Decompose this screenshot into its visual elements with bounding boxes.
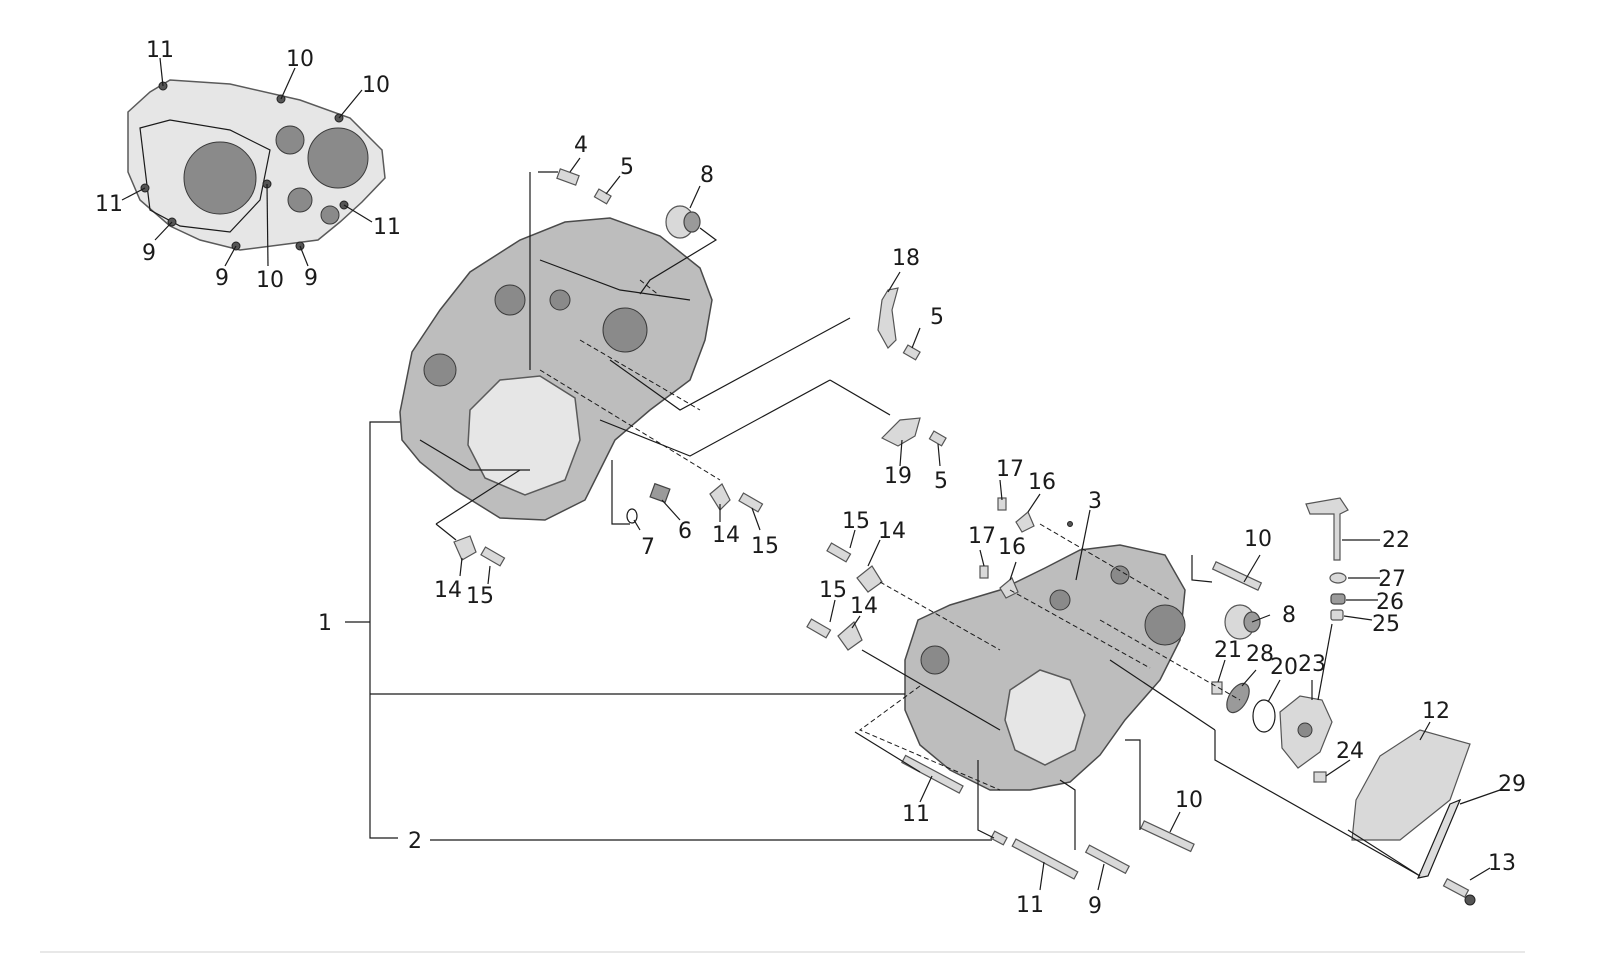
part-15-bolt xyxy=(480,546,506,567)
part-17-screw xyxy=(979,565,989,579)
part-25-bushing xyxy=(1330,609,1344,621)
callout-label: 7 xyxy=(641,535,655,560)
part-13-bolt xyxy=(1442,878,1476,906)
part-24-screw xyxy=(1313,771,1327,783)
part-11-bolt xyxy=(1011,838,1079,880)
callout-label: 14 xyxy=(434,578,462,603)
callout-label: 10 xyxy=(1244,527,1272,552)
callout-label: 5 xyxy=(620,155,634,180)
callout-label: 12 xyxy=(1422,699,1450,724)
right-crankcase-half xyxy=(904,544,1186,791)
part-10-bolt xyxy=(1140,820,1195,853)
callout-label: 22 xyxy=(1382,528,1410,553)
callout-label: 9 xyxy=(1088,894,1102,919)
callout-label: 15 xyxy=(842,509,870,534)
inset-callout-label: 11 xyxy=(146,38,174,63)
part-3-ball xyxy=(1067,521,1073,527)
part-14-plate xyxy=(837,621,863,651)
callout-label: 14 xyxy=(878,519,906,544)
callout-label: 4 xyxy=(574,133,588,158)
assembly-bracket-1 xyxy=(369,421,400,839)
part-10-bolt xyxy=(1211,561,1263,591)
inset-callout-label: 9 xyxy=(215,266,229,291)
part-7-oring xyxy=(626,508,638,524)
part-5-bolt xyxy=(593,188,612,205)
callout-label: 10 xyxy=(1175,788,1203,813)
part-5-bolt xyxy=(928,430,947,447)
callout-label: 11 xyxy=(902,802,930,827)
part-29-link xyxy=(1416,798,1462,879)
callout-label: 6 xyxy=(678,519,692,544)
callout-label: 15 xyxy=(751,534,779,559)
callout-label: 1 xyxy=(318,611,332,636)
inset-callout-label: 10 xyxy=(286,47,314,72)
callout-label: 3 xyxy=(1088,489,1102,514)
callout-label: 5 xyxy=(930,305,944,330)
callout-label: 5 xyxy=(934,469,948,494)
callout-label: 20 xyxy=(1270,655,1298,680)
callout-label: 15 xyxy=(819,578,847,603)
inset-callout-label: 9 xyxy=(304,266,318,291)
part-26-seal xyxy=(1330,593,1346,605)
callout-label: 8 xyxy=(700,163,714,188)
part-8-bushing xyxy=(665,205,701,239)
callout-label: 26 xyxy=(1376,590,1404,615)
part-15-bolt xyxy=(806,618,832,639)
inset-callout-label: 10 xyxy=(362,73,390,98)
callout-label: 29 xyxy=(1498,772,1526,797)
callout-label: 24 xyxy=(1336,739,1364,764)
callout-label: 23 xyxy=(1298,652,1326,677)
part-27-washer xyxy=(1329,572,1347,584)
part-8-bushing xyxy=(1224,604,1261,640)
part-22-shaft xyxy=(1305,497,1349,561)
part-16-clip xyxy=(1015,511,1035,533)
inset-callout-label: 10 xyxy=(256,268,284,293)
part-9-bolt xyxy=(1084,844,1130,875)
part-2-dowel xyxy=(990,830,1008,846)
callout-label: 11 xyxy=(1016,893,1044,918)
callout-label: 28 xyxy=(1246,642,1274,667)
callout-label: 21 xyxy=(1214,638,1242,663)
callout-label: 17 xyxy=(996,457,1024,482)
part-20-oring xyxy=(1252,699,1276,733)
callout-label: 14 xyxy=(850,594,878,619)
part-6-sensor xyxy=(649,482,671,504)
callout-label: 27 xyxy=(1378,567,1406,592)
callout-label: 8 xyxy=(1282,603,1296,628)
part-14-plate xyxy=(856,565,883,593)
callout-label: 13 xyxy=(1488,851,1516,876)
part-28-gear xyxy=(1226,682,1250,714)
part-12-cover xyxy=(1351,729,1471,841)
part-15-bolt xyxy=(738,492,764,513)
callout-label: 19 xyxy=(884,464,912,489)
part-4-stud xyxy=(556,168,580,186)
callout-label: 2 xyxy=(408,829,422,854)
callout-label: 25 xyxy=(1372,612,1400,637)
part-14-plate xyxy=(453,535,477,561)
part-5-bolt xyxy=(902,344,921,361)
callout-label: 16 xyxy=(998,535,1026,560)
part-15-bolt xyxy=(826,542,852,563)
callout-label: 16 xyxy=(1028,470,1056,495)
part-19-bracket xyxy=(880,417,921,447)
callout-label: 18 xyxy=(892,246,920,271)
part-18-bracket xyxy=(877,287,899,349)
part-16-clip xyxy=(999,577,1019,599)
inset-callout-label: 11 xyxy=(95,192,123,217)
inset-callout-label: 9 xyxy=(142,241,156,266)
callout-label: 15 xyxy=(466,584,494,609)
part-23-pump xyxy=(1279,695,1333,769)
inset-callout-label: 11 xyxy=(373,215,401,240)
left-crankcase-half xyxy=(399,217,713,521)
part-21-plug xyxy=(1211,681,1223,695)
inset-crankcase-view: 11 10 10 11 11 9 9 10 9 xyxy=(95,38,401,293)
part-14-plate xyxy=(709,483,731,511)
callout-label: 14 xyxy=(712,523,740,548)
callout-label: 17 xyxy=(968,524,996,549)
